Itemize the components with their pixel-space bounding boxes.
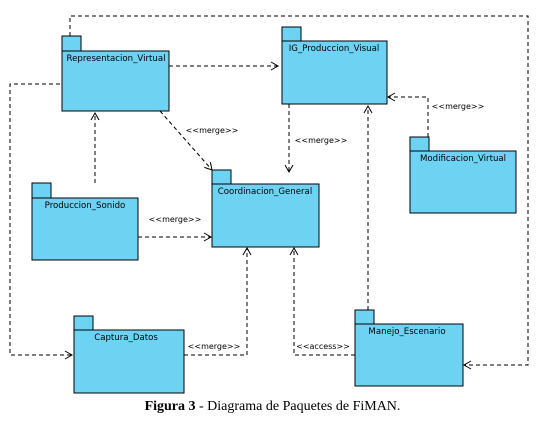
dependency-rep-to-captura — [9, 83, 74, 360]
stereotype-merge-rep-coord: <<merge>> — [186, 126, 239, 135]
dependency-captura-to-coord — [184, 246, 252, 356]
package-modificacion-virtual[interactable] — [409, 136, 517, 214]
dependency-manejo-to-coord — [289, 246, 355, 356]
package-label-produccion-sonido: Produccion_Sonido — [45, 201, 126, 211]
stereotype-merge-sonido-coord: <<merge>> — [149, 215, 202, 224]
dependency-rep-to-coord — [159, 110, 213, 171]
package-coordinacion-general[interactable] — [211, 169, 320, 248]
package-representacion-virtual[interactable] — [61, 35, 170, 112]
package-manejo-escenario[interactable] — [354, 309, 464, 387]
package-label-modificacion: Modificacion_Virtual — [420, 154, 506, 164]
package-label-representacion: Representacion_Virtual — [67, 54, 166, 64]
stereotype-merge-mod-ig: <<merge>> — [432, 102, 485, 111]
dependency-mod-to-ig — [386, 92, 429, 137]
package-label-captura: Captura_Datos — [94, 333, 158, 343]
stereotype-access-manejo-coord: <<access>> — [296, 342, 350, 351]
package-diagram: Representacion_Virtual IG_Produccion_Vis… — [9, 15, 529, 394]
package-ig-produccion-visual[interactable] — [281, 26, 388, 105]
package-label-coordinacion: Coordinacion_General — [218, 187, 312, 197]
figure-caption-label: Figura 3 — [144, 399, 196, 414]
package-label-ig-produccion: IG_Produccion_Visual — [289, 44, 380, 54]
stereotype-merge-captura-coord: <<merge>> — [188, 342, 241, 351]
package-produccion-sonido[interactable] — [31, 182, 139, 261]
figure-caption: Figura 3 - Diagrama de Paquetes de FiMAN… — [0, 399, 545, 415]
dependency-top-loop-to-manejo — [69, 15, 529, 370]
package-label-manejo: Manejo_Escenario — [368, 327, 445, 337]
figure-caption-text: - Diagrama de Paquetes de FiMAN. — [195, 399, 401, 414]
package-captura-datos[interactable] — [73, 315, 185, 394]
stereotype-merge-ig-coord: <<merge>> — [295, 136, 348, 145]
